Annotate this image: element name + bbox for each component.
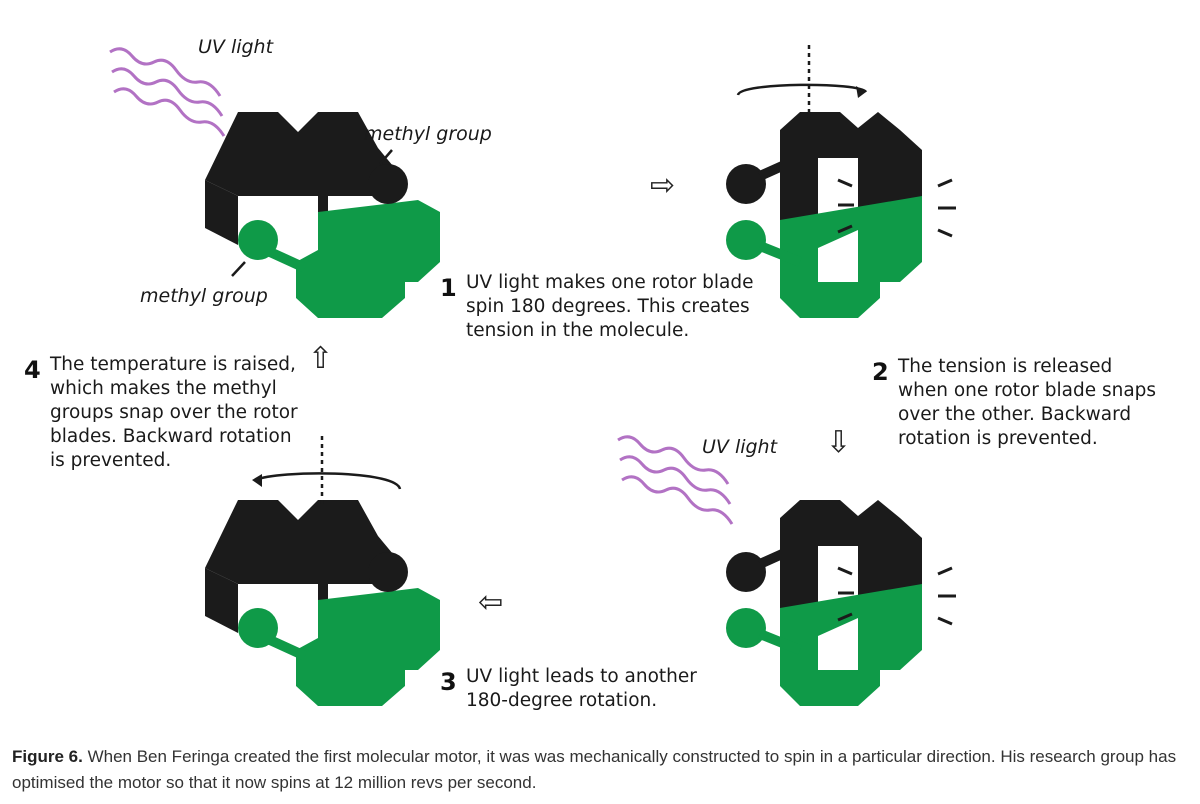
step-text-line: over the other. Backward (898, 404, 1131, 425)
step-number: 1 (440, 274, 457, 302)
arrow-left-icon: ⇦ (478, 585, 503, 620)
molecule-state-2 (726, 112, 956, 318)
molecule-state-3 (726, 500, 956, 706)
step-text-line: groups snap over the rotor (50, 402, 298, 423)
uv-waves-icon (109, 47, 226, 137)
step-text-line: 180-degree rotation. (466, 690, 657, 711)
step-2: 2 The tension is released when one rotor… (872, 356, 1156, 449)
step-3: 3 UV light leads to another 180-degree r… (440, 666, 697, 711)
methyl-group-label: methyl group (140, 285, 268, 307)
step-4: 4 The temperature is raised, which makes… (24, 354, 298, 471)
step-text-line: which makes the methyl (50, 378, 277, 399)
step-number: 4 (24, 356, 41, 384)
rotation-arrow-icon (736, 45, 868, 118)
step-text-line: is prevented. (50, 450, 171, 471)
rotation-arrow-icon (252, 436, 402, 505)
uv-light-label: UV light (702, 436, 779, 458)
arrow-right-icon: ⇨ (650, 168, 675, 203)
step-number: 2 (872, 358, 889, 386)
figure-caption: Figure 6. When Ben Feringa created the f… (12, 744, 1192, 796)
molecular-motor-diagram: UV light UV light methyl group methyl gr… (24, 36, 1156, 711)
figure-caption-label: Figure 6. (12, 747, 83, 766)
step-number: 3 (440, 668, 457, 696)
methyl-group-label: methyl group (364, 123, 492, 145)
uv-light-label: UV light (198, 36, 275, 58)
arrow-up-icon: ⇧ (308, 341, 333, 376)
step-text-line: UV light leads to another (466, 666, 697, 687)
step-1: 1 UV light makes one rotor blade spin 18… (440, 272, 754, 341)
step-text-line: The tension is released (897, 356, 1112, 377)
step-text-line: spin 180 degrees. This creates (466, 296, 750, 317)
step-text-line: UV light makes one rotor blade (466, 272, 754, 293)
molecule-state-4 (205, 500, 440, 706)
uv-waves-icon (617, 435, 734, 525)
arrow-down-icon: ⇩ (826, 425, 851, 460)
step-text-line: rotation is prevented. (898, 428, 1098, 449)
step-text-line: when one rotor blade snaps (898, 380, 1156, 401)
step-text-line: blades. Backward rotation (50, 426, 292, 447)
step-text-line: The temperature is raised, (49, 354, 296, 375)
figure-caption-text: When Ben Feringa created the first molec… (12, 747, 1177, 792)
step-text-line: tension in the molecule. (466, 320, 689, 341)
